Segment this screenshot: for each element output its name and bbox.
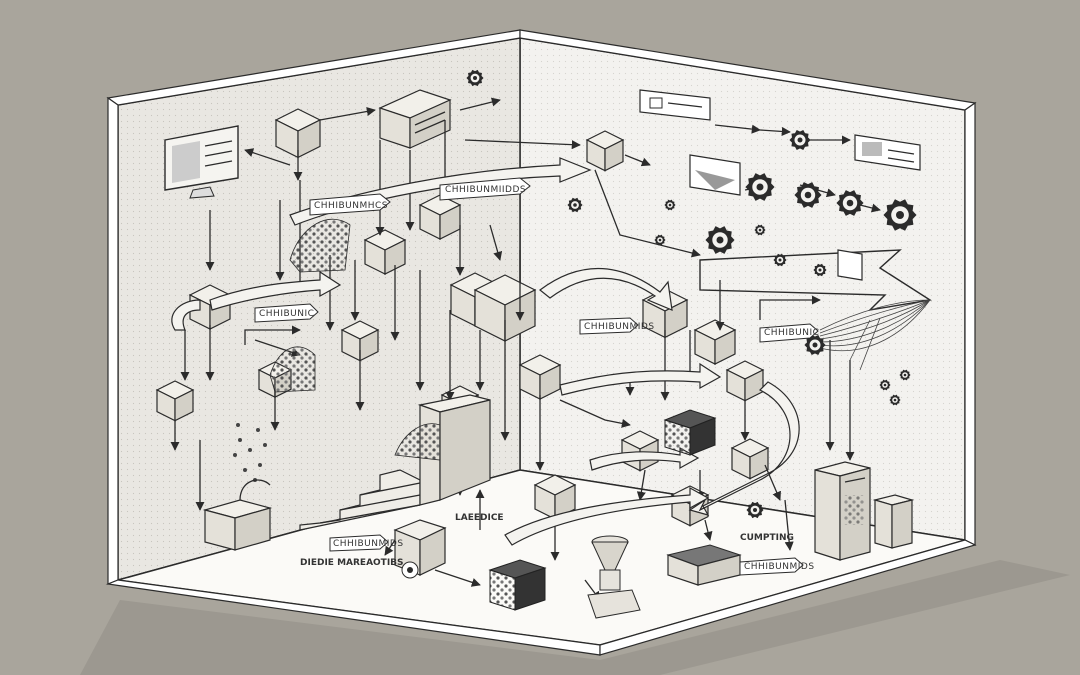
process-box: [693, 319, 737, 365]
connector-arrow: [714, 124, 761, 134]
generator-icon: [393, 519, 447, 579]
gear-icon: [804, 334, 826, 356]
process-box: [274, 108, 322, 159]
arrow-tag-5: CHHIBUNIC: [759, 323, 819, 343]
granular-piles: [233, 218, 351, 482]
stairs-icon: [299, 394, 491, 531]
connector-arrow: [384, 539, 396, 556]
gear-icon: [813, 263, 827, 277]
tray-icon: [666, 544, 742, 586]
connector-arrow: [464, 139, 581, 150]
process-box: [340, 320, 380, 362]
connector-arrow: [636, 469, 646, 501]
gear-icon: [789, 129, 811, 151]
connector-arrow: [244, 148, 291, 166]
gear-icon: [466, 69, 484, 87]
gear-icon: [794, 182, 822, 208]
floor-label-2: DIEDIE MAREAOTIBS: [300, 558, 404, 568]
gear-icon: [664, 199, 676, 211]
connector-arrow: [559, 399, 631, 428]
connector-arrow: [859, 203, 881, 213]
arrow-tag-1: CHHIBUNMIIDDS: [439, 177, 531, 201]
server-icon: [378, 89, 452, 149]
large-arrow-right: [699, 249, 932, 312]
connector-arrow: [594, 169, 701, 258]
process-boxes: [155, 108, 770, 527]
connector-arrow: [459, 97, 501, 111]
gear-icon: [745, 173, 775, 201]
floor-label-3: CUMPTING: [740, 533, 794, 543]
gear-icon: [899, 369, 911, 381]
tower-server-icon: [814, 461, 915, 561]
machine-left-icon: [202, 479, 273, 551]
connector-arrow: [244, 325, 301, 345]
wall-panel-2: [854, 134, 921, 171]
connector-arrow: [784, 499, 794, 551]
gear-icon: [567, 197, 583, 213]
process-box: [518, 354, 562, 400]
dark-cube-2: [663, 409, 717, 456]
process-box: [155, 380, 195, 422]
arrow-tag-4: CHHIBUNMIDS: [579, 317, 655, 335]
arrow-tag-4-text: CHHIBUNMIDS: [584, 322, 655, 332]
process-box: [363, 229, 407, 275]
arrow-tag-7: CHHIBUNMIDS: [739, 557, 815, 576]
gear-icon: [654, 234, 666, 246]
wall-panel-3: [689, 154, 741, 196]
ribbon-arrow-8: [171, 299, 201, 331]
gear-icon: [754, 224, 766, 236]
ribbon-arrow-6: [504, 486, 710, 546]
floor-label-1: LAEEDICE: [455, 513, 504, 523]
arrow-tag-2-text: CHHIBUNMHCS: [314, 201, 388, 211]
funnel-machine-icon: [587, 535, 641, 619]
arrow-tag-2: CHHIBUNMHCS: [309, 193, 391, 216]
arrow-tag-1-text: CHHIBUNMIIDDS: [445, 185, 526, 195]
ribbon-arrow-7: [589, 446, 700, 471]
ribbon-arrow-4: [559, 362, 722, 396]
gear-icon: [879, 379, 891, 391]
gear-icon: [746, 501, 764, 519]
connector-arrow: [489, 224, 503, 261]
wall-panel-1: [639, 89, 711, 121]
arrow-tag-7-text: CHHIBUNMIDS: [744, 562, 815, 572]
gear-icon: [773, 253, 787, 267]
process-box: [730, 438, 770, 480]
room-shadow: [80, 560, 1070, 675]
connector-arrow: [624, 154, 651, 167]
connector-arrow: [759, 295, 821, 320]
process-box: [418, 194, 462, 240]
process-box: [533, 474, 577, 520]
arrow-tag-5-text: CHHIBUNIC: [764, 328, 819, 338]
arrow-tag-3-text: CHHIBUNIC: [259, 309, 314, 319]
wall-panel-4: [837, 249, 863, 281]
ribbon-arrows: [171, 157, 932, 546]
connector-arrow: [319, 106, 376, 121]
ribbon-arrow-3: [539, 267, 673, 311]
arrow-tag-3: CHHIBUNIC: [254, 303, 319, 323]
arrow-tag-6-text: CHHIBUNMIDS: [333, 539, 404, 549]
room: [80, 29, 1070, 675]
process-box: [620, 430, 660, 472]
process-box: [725, 360, 765, 402]
gear-icon: [883, 199, 917, 231]
gear-icon: [705, 226, 735, 254]
ribbon-arrow-5: [688, 381, 800, 516]
ribbon-arrow-2: [209, 270, 342, 311]
connector-arrow: [759, 126, 791, 136]
connector-arrow: [764, 464, 781, 501]
gear-icon: [889, 394, 901, 406]
connector-arrow: [434, 569, 481, 587]
dark-cube-1: [488, 559, 547, 611]
process-box: [585, 130, 625, 172]
fan-lines: [819, 299, 931, 371]
monitor-icon: [164, 125, 239, 199]
gears: [466, 69, 917, 519]
arrow-tag-6: CHHIBUNMIDS: [329, 534, 404, 552]
gear-icon: [836, 190, 864, 216]
connector-arrow: [703, 519, 713, 541]
